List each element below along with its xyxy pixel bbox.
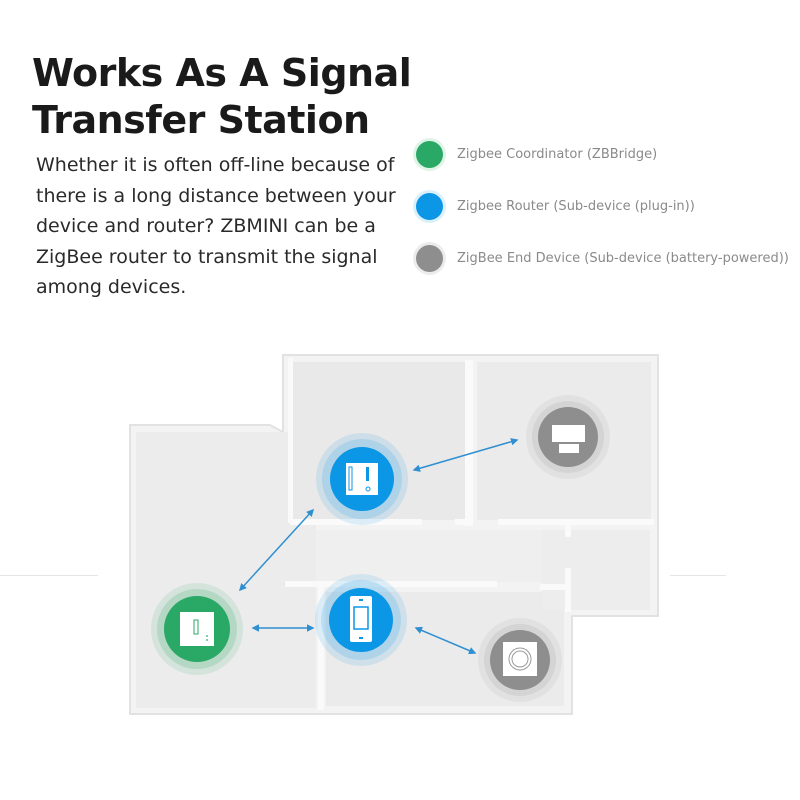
node-end-device-top[interactable] xyxy=(526,395,610,479)
legend-item-end-device: ZigBee End Device (Sub-device (battery-p… xyxy=(416,232,789,284)
door-sensor-icon xyxy=(552,425,585,453)
zbbridge-icon xyxy=(180,612,214,646)
link-router-end-bottom xyxy=(414,626,477,655)
page-title: Works As A Signal Transfer Station xyxy=(32,50,412,144)
blue-dot-icon xyxy=(416,192,443,220)
divider-left xyxy=(0,575,98,576)
links xyxy=(238,438,519,655)
node-router-top[interactable] xyxy=(316,433,408,525)
link-coordinator-router-top xyxy=(238,508,315,592)
title-line-1: Works As A Signal xyxy=(32,51,412,95)
legend-label: ZigBee End Device (Sub-device (battery-p… xyxy=(457,250,789,266)
divider-right xyxy=(670,575,726,576)
legend: Zigbee Coordinator (ZBBridge) Zigbee Rou… xyxy=(416,128,789,284)
node-router-bottom[interactable] xyxy=(315,574,407,666)
wireless-button-icon xyxy=(503,642,537,676)
green-dot-icon xyxy=(416,140,443,168)
node-end-device-bottom[interactable] xyxy=(478,618,562,702)
legend-item-router: Zigbee Router (Sub-device (plug-in)) xyxy=(416,180,789,232)
legend-item-coordinator: Zigbee Coordinator (ZBBridge) xyxy=(416,128,789,180)
node-coordinator[interactable] xyxy=(151,583,243,675)
link-router-end-top xyxy=(412,438,519,472)
title-line-2: Transfer Station xyxy=(32,98,370,142)
description: Whether it is often off-line because of … xyxy=(36,154,396,298)
legend-label: Zigbee Coordinator (ZBBridge) xyxy=(457,146,658,162)
gray-dot-icon xyxy=(416,244,443,272)
legend-label: Zigbee Router (Sub-device (plug-in)) xyxy=(457,198,695,214)
zbmini-switch-icon xyxy=(346,463,378,495)
wall-switch-icon xyxy=(350,596,372,642)
